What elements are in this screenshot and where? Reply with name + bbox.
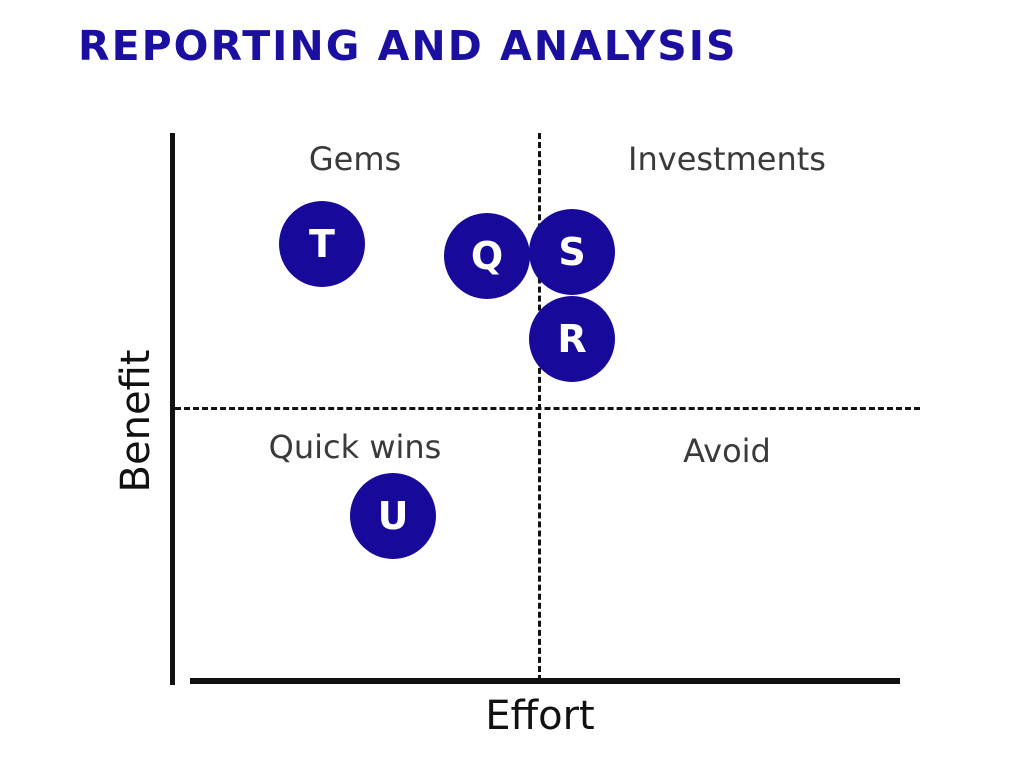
marker-r: R bbox=[529, 296, 615, 382]
slide-title: REPORTING AND ANALYSIS bbox=[78, 22, 738, 70]
quadrant-label-investments: Investments bbox=[628, 140, 826, 178]
quadrant-label-quick-wins: Quick wins bbox=[268, 428, 442, 466]
marker-t: T bbox=[279, 201, 365, 287]
x-axis-label: Effort bbox=[485, 693, 595, 739]
horizontal-divider bbox=[175, 407, 920, 410]
marker-u: U bbox=[350, 473, 436, 559]
y-axis-line bbox=[170, 133, 175, 685]
marker-s: S bbox=[529, 209, 615, 295]
quadrant-label-avoid: Avoid bbox=[683, 432, 771, 470]
quadrant-label-gems: Gems bbox=[308, 140, 402, 178]
marker-q: Q bbox=[444, 213, 530, 299]
y-axis-label: Benefit bbox=[113, 349, 159, 493]
x-axis-line bbox=[190, 678, 900, 684]
